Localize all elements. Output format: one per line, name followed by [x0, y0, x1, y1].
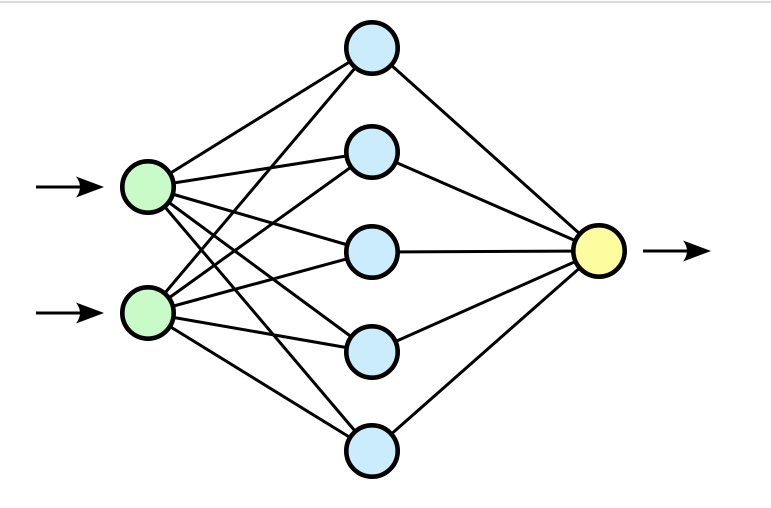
edge-in2-h2 — [147, 150, 373, 315]
edge-in1-h3 — [147, 185, 373, 254]
edge-h3-out1 — [371, 249, 600, 254]
edge-in2-h5 — [147, 311, 373, 453]
edge-in2-h3 — [147, 250, 373, 315]
edge-h5-out1 — [371, 249, 600, 453]
edge-h4-out1 — [371, 249, 600, 354]
hidden-node-h5 — [343, 422, 400, 479]
hidden-node-h1 — [343, 19, 400, 77]
hidden-node-h3 — [343, 224, 400, 281]
output-arrow-head — [683, 240, 711, 262]
input-arrow-2-head — [76, 302, 104, 324]
edge-in1-h5 — [146, 186, 374, 452]
edge-in1-h4 — [147, 185, 373, 354]
edge-in1-h1 — [147, 46, 373, 189]
output-node-out1 — [570, 223, 627, 280]
top-border-line — [0, 1, 771, 3]
input-node-in1 — [120, 159, 177, 216]
edge-in2-h1 — [146, 47, 374, 314]
hidden-node-h2 — [343, 124, 400, 181]
hidden-node-h4 — [343, 323, 400, 380]
edge-in2-h4 — [147, 311, 373, 354]
input-node-in2 — [120, 284, 177, 341]
edge-h1-out1 — [371, 46, 600, 253]
edge-in1-h2 — [147, 150, 373, 189]
edge-h2-out1 — [371, 150, 600, 253]
input-arrow-1-head — [76, 176, 104, 198]
